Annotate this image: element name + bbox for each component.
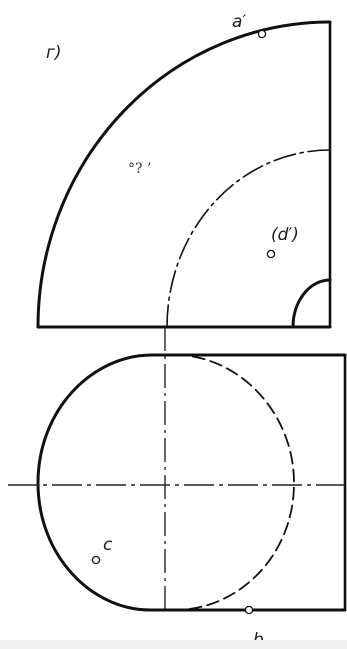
point-a-prime-marker	[257, 29, 267, 39]
point-c-label: c	[103, 535, 113, 555]
top-view-semicircle	[36, 353, 154, 612]
point-b-marker	[244, 605, 254, 615]
point-d-prime-marker	[266, 249, 276, 259]
hidden-circle-arc	[174, 354, 295, 611]
outer-arc	[36, 20, 332, 329]
panel-label: г)	[46, 43, 62, 63]
page-edge-band	[0, 640, 347, 649]
point-d-prime-label: (d′)	[271, 225, 299, 245]
point-c-marker	[91, 555, 101, 565]
scan-artifact-text: °? ’	[128, 161, 151, 177]
front-view	[36, 20, 332, 329]
point-a-prime-label: a′	[232, 12, 246, 32]
inner-arc	[291, 278, 332, 329]
axis-arc	[166, 149, 331, 328]
top-view	[36, 353, 347, 612]
point-b-label: b	[253, 630, 264, 649]
